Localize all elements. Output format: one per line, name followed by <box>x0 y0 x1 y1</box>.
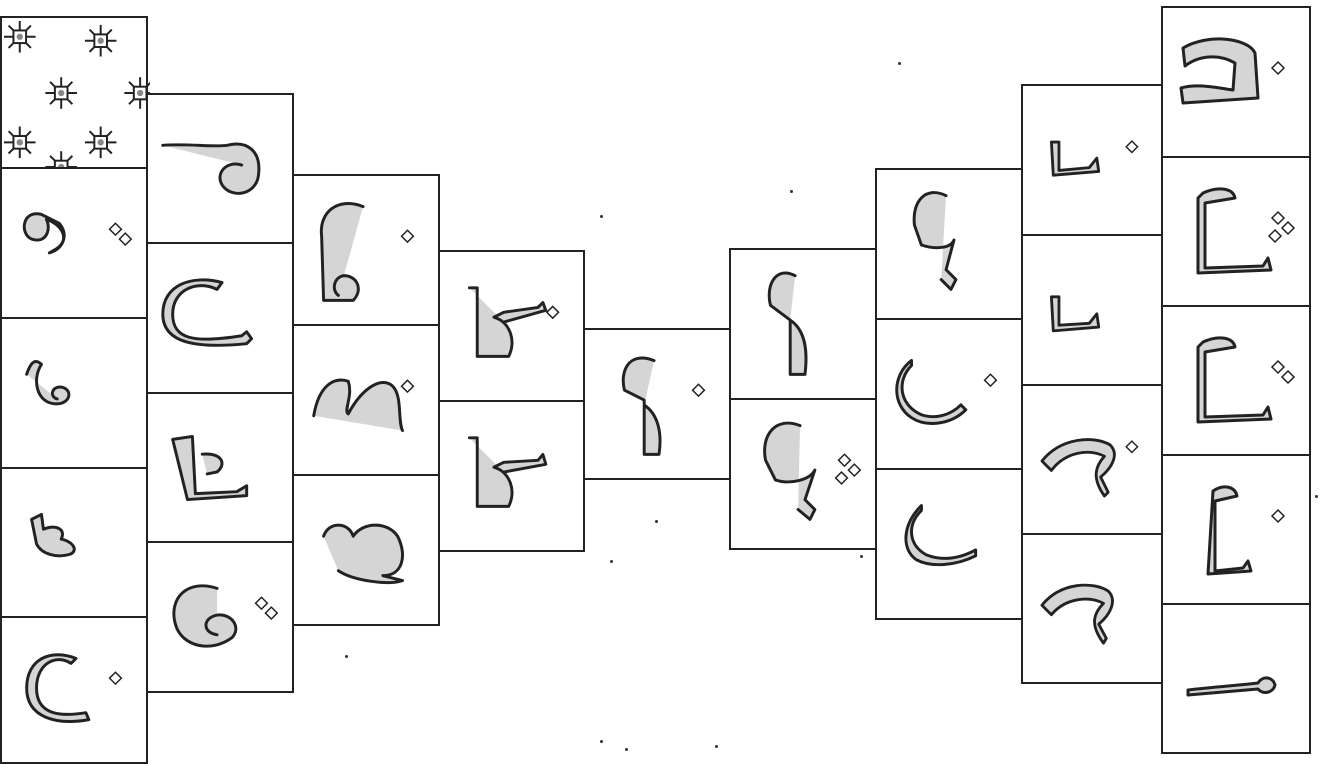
letter-tile <box>729 248 877 400</box>
letter-kaf-initial-icon <box>148 244 296 394</box>
letter-tile <box>292 324 440 476</box>
letter-tile <box>1161 156 1311 307</box>
scan-speck <box>600 215 603 218</box>
letter-dot-icon <box>1126 141 1137 152</box>
letter-ha-jim-icon <box>1023 535 1165 684</box>
letter-dot-icon <box>256 597 268 609</box>
letter-dot-icon <box>1269 230 1281 242</box>
snowflake-icon <box>4 21 36 53</box>
letter-dot-icon <box>265 607 277 619</box>
letter-lam-with-dot-icon <box>1163 456 1313 605</box>
letter-ha-final-loop-icon <box>148 95 296 244</box>
letter-ya-medial-with-dots-icon <box>2 169 150 319</box>
letter-dot-icon <box>110 672 122 684</box>
scan-speck <box>655 520 658 523</box>
letter-ha-medial-icon <box>2 469 150 618</box>
letter-ya-final-icon <box>2 319 150 469</box>
letter-dot-icon <box>1282 371 1294 383</box>
letter-tile <box>438 400 585 552</box>
letter-sin-with-dot-icon <box>294 326 442 476</box>
snowflake-icon <box>85 127 117 159</box>
letter-kaf-with-dots-icon <box>1163 158 1313 307</box>
scan-speck <box>790 190 793 193</box>
letter-alif-kashida-icon <box>1163 605 1313 754</box>
letter-nun-with-dot-icon <box>877 320 1025 470</box>
letter-tile <box>1161 6 1311 158</box>
letter-tile <box>146 242 294 394</box>
letter-tile <box>438 250 585 402</box>
letter-tile <box>0 317 148 469</box>
letter-ra-with-dot-icon <box>1023 86 1165 236</box>
scan-speck <box>625 748 628 751</box>
letter-tile <box>1021 234 1163 386</box>
letter-tile <box>1161 603 1311 754</box>
letter-tile <box>0 616 148 764</box>
scan-speck <box>345 655 348 658</box>
letter-tile <box>1021 84 1163 236</box>
letter-dot-icon <box>985 374 997 386</box>
letter-dot-icon <box>1272 510 1284 522</box>
scan-speck <box>898 62 901 65</box>
letter-dot-icon <box>848 464 860 476</box>
letter-dot-icon <box>119 233 131 245</box>
letter-kaf-with-dots-2-icon <box>1163 307 1313 456</box>
letter-tile <box>146 93 294 244</box>
letter-tile <box>146 392 294 543</box>
letter-ta-initial-with-dot-icon <box>440 252 587 402</box>
letter-dot-icon <box>693 384 705 396</box>
letter-nun-final-icon <box>877 470 1025 620</box>
letter-lam-jim-icon <box>877 170 1025 320</box>
snowflake-icon <box>85 25 117 57</box>
scan-speck <box>715 745 718 748</box>
letter-tile <box>0 16 148 169</box>
letter-dot-icon <box>1272 212 1284 224</box>
letter-dot-icon <box>1272 62 1284 74</box>
letter-kaf-medial-icon <box>148 394 296 543</box>
letter-tile <box>1021 384 1163 535</box>
letter-ta-isolated-with-dot-icon <box>2 618 150 764</box>
letter-ra-icon <box>1023 236 1165 386</box>
letter-tile <box>292 474 440 626</box>
scan-speck <box>860 555 863 558</box>
letter-lam-ta-icon <box>731 250 879 400</box>
letter-dot-icon <box>836 472 848 484</box>
letter-tile <box>0 167 148 319</box>
letter-tile <box>875 168 1023 320</box>
letter-lam-ta-with-dot-icon <box>585 330 733 480</box>
letter-jim-with-dot-icon <box>1163 8 1313 158</box>
letter-tile <box>1021 533 1163 684</box>
letter-tile <box>1161 305 1311 456</box>
letter-dot-icon <box>1282 222 1294 234</box>
letter-lam-jim-with-dots-icon <box>731 400 879 550</box>
letter-dot-icon <box>839 454 851 466</box>
letter-tile <box>146 541 294 693</box>
letter-dot-icon <box>547 306 559 318</box>
scan-speck <box>600 740 603 743</box>
letter-dot-icon <box>110 223 122 235</box>
scan-speck <box>1315 495 1318 498</box>
letter-dot-icon <box>402 230 414 242</box>
snowflake-icon <box>4 127 36 159</box>
letter-tile <box>875 318 1023 470</box>
snowflake-pattern-icon <box>2 18 150 169</box>
letter-qaf-with-dots-icon <box>148 543 296 693</box>
letter-lam-mim-with-dot-icon <box>294 176 442 326</box>
letter-ta-medial-icon <box>440 402 587 552</box>
letter-tile <box>583 328 731 480</box>
snowflake-icon <box>45 77 77 109</box>
letter-tile <box>1161 454 1311 605</box>
letter-tile <box>875 468 1023 620</box>
letter-dot-icon <box>1272 361 1284 373</box>
letter-sin-final-icon <box>294 476 442 626</box>
letter-tile <box>0 467 148 618</box>
letter-ha-jim-with-dot-icon <box>1023 386 1165 535</box>
letter-tile <box>292 174 440 326</box>
letter-dot-icon <box>402 380 414 392</box>
letter-tile <box>729 398 877 550</box>
scan-speck <box>610 560 613 563</box>
letter-dot-icon <box>1126 441 1137 452</box>
